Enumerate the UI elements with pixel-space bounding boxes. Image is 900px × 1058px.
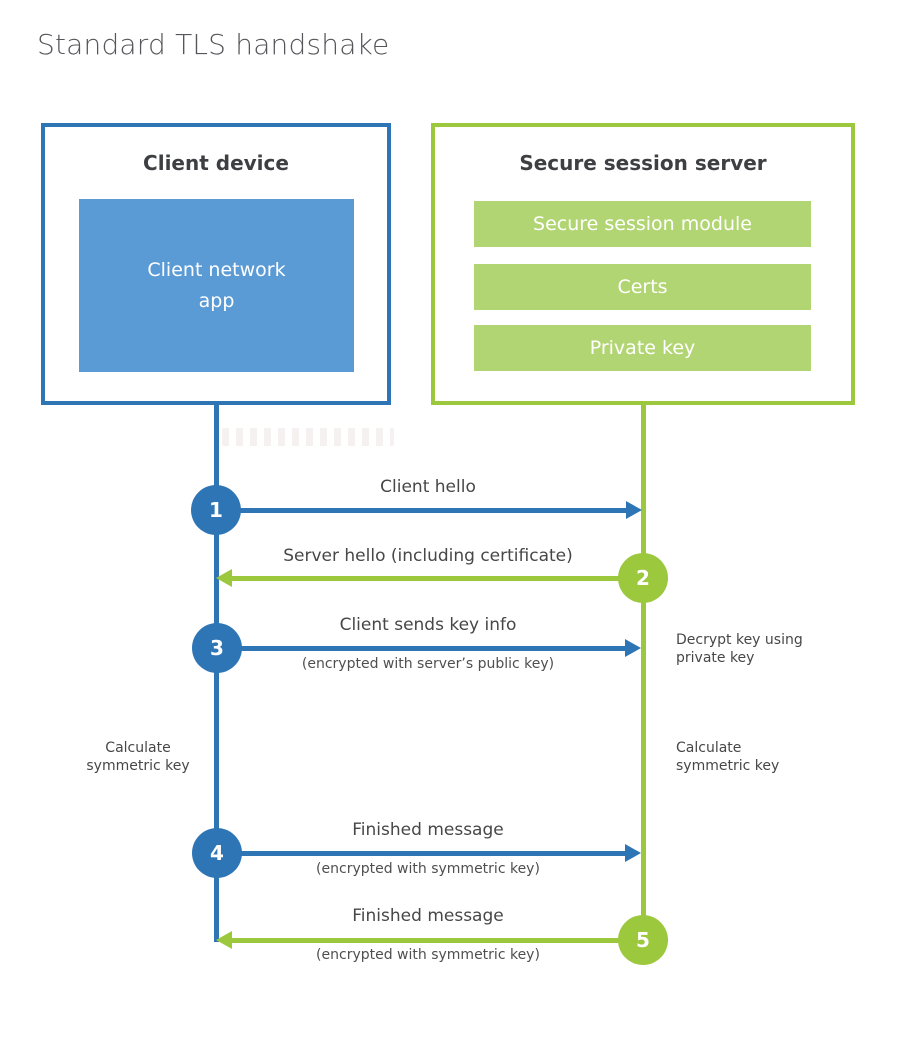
step5-arrow-line: [231, 938, 643, 943]
server-box-title: Secure session server: [519, 151, 767, 175]
step3-sublabel: (encrypted with server’s public key): [301, 656, 555, 672]
client-device-box: Client device Client network app: [41, 123, 391, 405]
step4-label: Finished message: [352, 820, 504, 840]
step5-sublabel: (encrypted with symmetric key): [316, 947, 540, 963]
step2-arrowhead-left-icon: [216, 569, 232, 587]
server-module-private-key: Private key: [474, 325, 811, 371]
client-network-app-block: Client network app: [79, 199, 354, 372]
server-module-certs: Certs: [474, 264, 811, 310]
step3-label: Client sends key info: [339, 615, 517, 635]
calculate-symmetric-key-client-note: Calculate symmetric key: [86, 740, 190, 775]
step1-arrowhead-right-icon: [626, 501, 642, 519]
step4-number-badge: 4: [192, 828, 242, 878]
decrypt-key-note: Decrypt key using private key: [676, 632, 803, 667]
step2-label: Server hello (including certificate): [283, 546, 573, 566]
step5-number-badge: 5: [618, 915, 668, 965]
calculate-symmetric-key-server-note: Calculate symmetric key: [676, 740, 780, 775]
step3-number-badge: 3: [192, 623, 242, 673]
step1-arrow-line: [216, 508, 628, 513]
step2-number-badge: 2: [618, 553, 668, 603]
server-module-secure-session: Secure session module: [474, 201, 811, 247]
step3-arrow-line: [216, 646, 627, 651]
step3-arrowhead-right-icon: [625, 639, 641, 657]
step1-number-badge: 1: [191, 485, 241, 535]
step4-arrow-line: [216, 851, 627, 856]
client-box-title: Client device: [143, 151, 289, 175]
page-title: Standard TLS handshake: [37, 28, 390, 61]
step4-sublabel: (encrypted with symmetric key): [316, 861, 540, 877]
step4-arrowhead-right-icon: [625, 844, 641, 862]
server-lifeline: [641, 405, 646, 942]
step2-arrow-line: [231, 576, 643, 581]
server-box: Secure session server Secure session mod…: [431, 123, 855, 405]
client-lifeline: [214, 405, 219, 942]
step5-label: Finished message: [352, 906, 504, 926]
step1-label: Client hello: [380, 477, 476, 497]
ghost-marks: [222, 428, 394, 446]
step5-arrowhead-left-icon: [216, 931, 232, 949]
